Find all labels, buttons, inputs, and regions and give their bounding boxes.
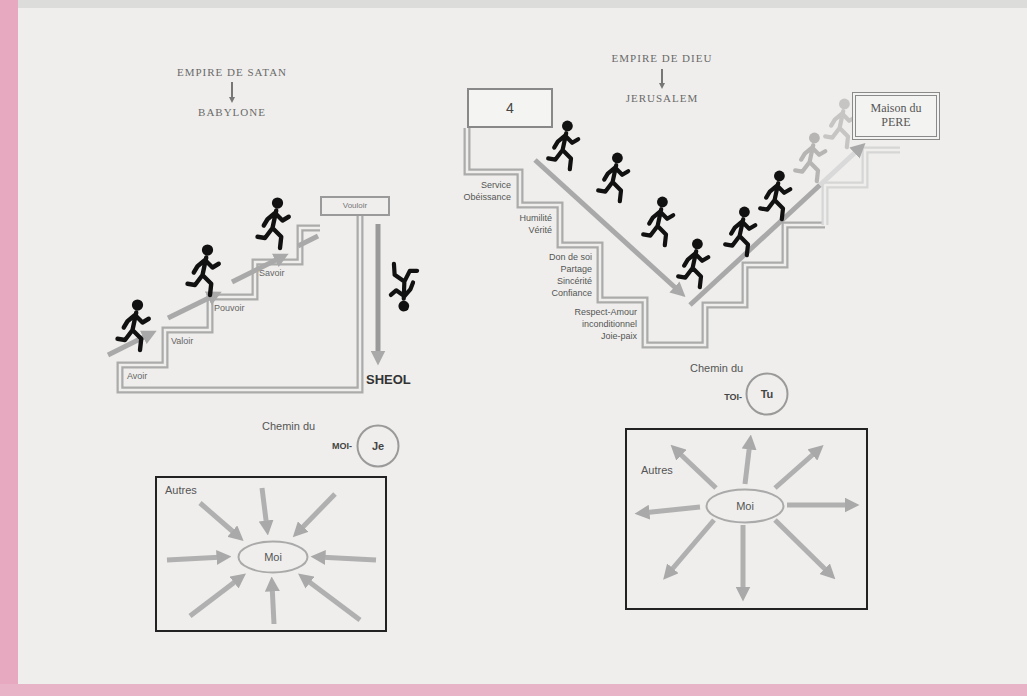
runner-figure (678, 239, 708, 288)
inward-arrow (167, 557, 224, 560)
region-title: BABYLONE (198, 106, 266, 119)
outward-arrow (775, 450, 818, 488)
staircase-inner (120, 216, 360, 390)
step-label: Savoir (259, 268, 285, 279)
pink-edge (0, 684, 1027, 696)
outward-arrow (745, 442, 750, 484)
outward-arrow (787, 503, 852, 508)
runner-figure (760, 171, 790, 220)
ellipse-shape (707, 490, 784, 523)
pronoun-circle: Je (356, 424, 400, 468)
inward-arrow (298, 494, 335, 532)
paper-edge (18, 0, 1027, 8)
staircase-inner (467, 128, 825, 345)
runner-figure (118, 299, 149, 350)
virtue-label: Respect-Amour (574, 307, 637, 318)
goal-box: Vouloir (320, 196, 390, 216)
path-label: Chemin du (262, 420, 315, 433)
region-title: EMPIRE DE SATAN (177, 66, 287, 79)
path-label: TOI- (724, 392, 742, 403)
virtue-label: Vérité (528, 225, 552, 236)
virtue-label: Confiance (551, 288, 592, 299)
node-text: Autres (165, 484, 197, 497)
inward-arrows (167, 488, 376, 624)
staircase (467, 128, 825, 345)
ellipse-shape (239, 542, 308, 573)
falling-figure (386, 260, 424, 313)
step-label: Avoir (127, 371, 147, 382)
runner-figure (725, 207, 755, 256)
house-box: Maison du PERE (852, 92, 940, 140)
inward-arrow (318, 557, 376, 560)
ascent-arrow (820, 148, 860, 185)
virtue-label: Partage (560, 264, 592, 275)
node-text: Vouloir (343, 201, 367, 210)
region-title: JERUSALEM (626, 92, 699, 105)
virtue-label: Service (481, 180, 511, 191)
virtue-label: Don de soi (549, 252, 592, 263)
self-ellipse: Moi (705, 488, 785, 524)
self-ellipse: Moi (237, 540, 309, 574)
outward-arrows (642, 442, 852, 594)
relation-box: AutresMoi (155, 476, 387, 632)
step-label: Pouvoir (214, 303, 245, 314)
number-box: 4 (467, 88, 553, 128)
runner-figure (188, 244, 219, 295)
outward-arrow (741, 525, 746, 594)
staircase-inner (825, 150, 900, 225)
staircase (120, 216, 360, 390)
node-text: Maison du PERE (865, 102, 927, 130)
node-text: Moi (736, 500, 754, 513)
destination-label: SHEOL (366, 372, 411, 388)
ellipse-shape (747, 374, 788, 415)
node-text: Tu (761, 388, 774, 401)
node-text: Moi (264, 551, 282, 564)
outward-arrow (775, 520, 830, 574)
descent-arrow (535, 160, 680, 292)
outward-arrow (642, 507, 700, 513)
virtue-label: Humilité (519, 213, 552, 224)
title-arrow (661, 69, 663, 86)
relation-box: AutresMoi (625, 428, 868, 610)
node-text: Je (372, 440, 384, 453)
node-text: 4 (506, 100, 514, 116)
runner-figure (598, 153, 628, 202)
inward-arrow (272, 584, 274, 624)
virtue-label: inconditionnel (582, 319, 637, 330)
climb-arrow (168, 295, 215, 318)
runner-figure (643, 197, 673, 246)
inward-arrow (190, 578, 240, 616)
inward-arrow (304, 578, 360, 620)
pronoun-circle: Tu (745, 372, 789, 416)
step-label: Valoir (171, 336, 193, 347)
virtue-label: Obéissance (463, 192, 511, 203)
outward-arrow (676, 450, 716, 488)
path-label: Chemin du (690, 362, 743, 375)
path-label: MOI- (332, 441, 352, 452)
climb-arrow (298, 236, 318, 246)
node-text: Autres (641, 464, 673, 477)
fall-arrow (376, 224, 381, 358)
outward-arrow (668, 520, 714, 574)
runner-figure (258, 197, 289, 248)
staircase-faded (825, 150, 900, 225)
faded-figure (825, 99, 855, 148)
ascent-arrow (690, 185, 820, 305)
pink-edge (0, 0, 18, 696)
faded-figure (795, 133, 825, 182)
virtue-label: Joie-paix (601, 331, 637, 342)
inward-arrow (262, 488, 267, 528)
title-arrow (231, 82, 233, 100)
virtue-label: Sincérité (557, 276, 592, 287)
ellipse-shape (358, 426, 399, 467)
region-title: EMPIRE DE DIEU (612, 52, 713, 65)
inward-arrow (200, 503, 238, 536)
